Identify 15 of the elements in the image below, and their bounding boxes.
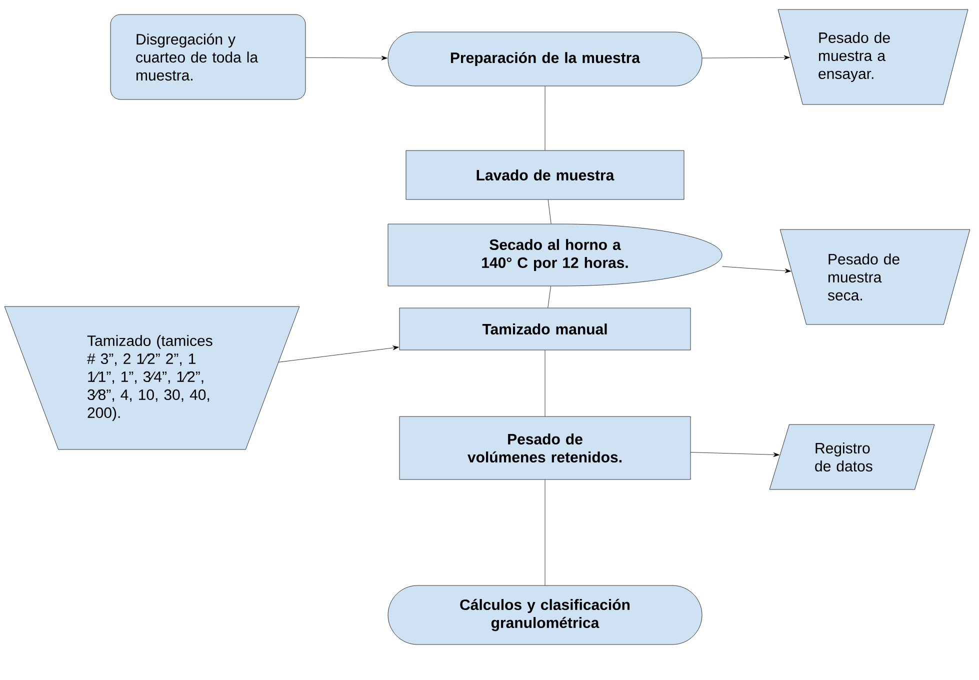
process-box: Tamizado manual [399,308,691,350]
connector-line [544,86,546,150]
connector-line [548,200,552,224]
connector-line [544,350,546,416]
connector-line [544,480,546,586]
data-parallelogram: Registro de datos [769,424,935,490]
arrow [722,266,792,274]
arrow [306,56,388,60]
process-box: Disgregación y cuarteo de toda la muestra. [110,14,306,100]
process-box: Pesado de volúmenes retenidos. [399,416,691,480]
connector-line [548,286,551,308]
process-box: Lavado de muestra [406,150,684,200]
arrow [690,452,780,457]
arrow [278,346,399,362]
arrow [702,55,790,60]
